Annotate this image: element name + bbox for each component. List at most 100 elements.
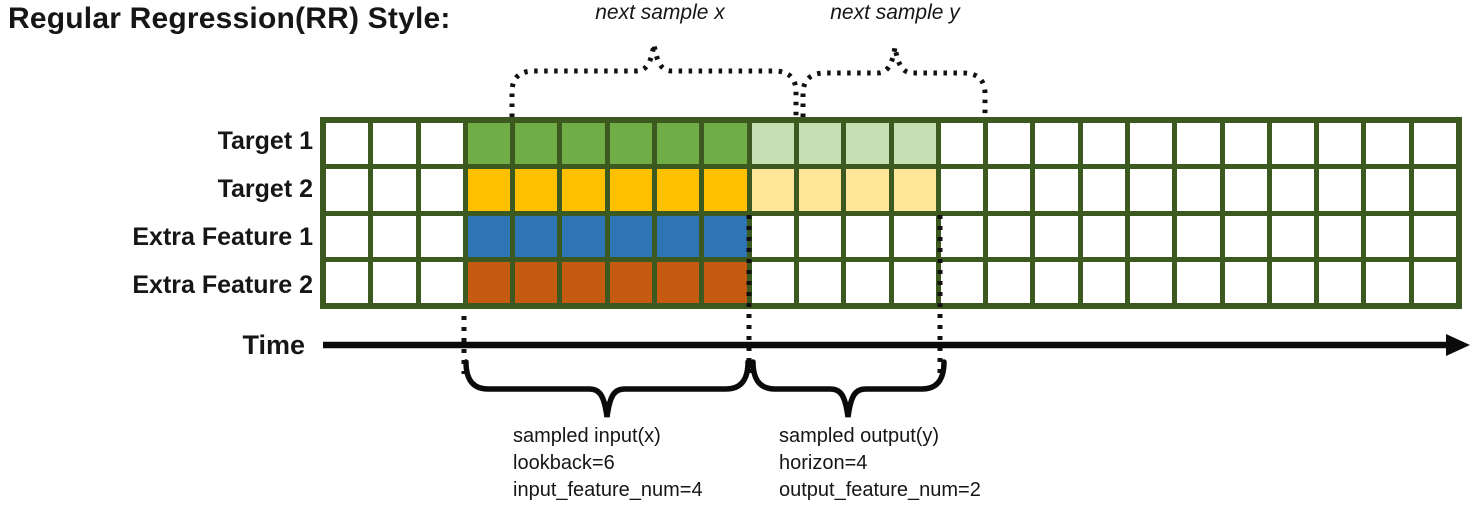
sampled-input-brace [463,359,751,418]
grid-cell [1177,261,1220,303]
horizon-value: horizon=4 [779,452,868,474]
grid-cell [562,123,605,165]
grid-cell [609,169,653,211]
grid-cell [326,215,369,257]
grid-cell [798,169,842,211]
grid-cell [846,215,889,257]
grid-cell [1224,261,1267,303]
grid-cell [1413,123,1456,165]
grid-cell [1224,215,1267,257]
grid-cell [1035,215,1078,257]
next-sample-y-label: next sample y [830,1,960,24]
grid-cell [420,123,463,165]
grid-cell [940,215,984,257]
grid-cell [893,123,936,165]
grid-cell [326,123,369,165]
grid-cell [373,123,416,165]
next-sample-x-brace [509,43,799,117]
grid-cell [1271,169,1315,211]
next-sample-y-brace [800,46,988,117]
sampled-output-title: sampled output(y) [779,425,940,447]
grid-cell [420,169,463,211]
grid-cell [1319,169,1362,211]
grid-cell [326,261,369,303]
grid-cell [704,215,747,257]
grid-cell [515,169,558,211]
grid-cell [657,169,700,211]
grid-cell [1413,169,1456,211]
sampled-output-brace [750,359,947,418]
grid-cell [515,215,558,257]
grid-cell [751,261,794,303]
input-feature-num-value: input_feature_num=4 [513,479,703,501]
grid-cell [515,123,558,165]
grid-cell [1366,215,1409,257]
grid-cell [420,215,463,257]
grid-cell [1035,169,1078,211]
grid-cell [467,123,511,165]
sampled-input-title: sampled input(x) [513,425,661,447]
grid-cell [798,123,842,165]
grid-cell [940,261,984,303]
grid-cell [1129,215,1173,257]
grid-cell [704,169,747,211]
grid-cell [1224,123,1267,165]
sample-grid [320,117,1462,309]
grid-cell [940,169,984,211]
grid-cell [846,123,889,165]
sampled-output-note: sampled output(y) horizon=4 output_featu… [779,423,981,504]
grid-cell [1082,123,1125,165]
row-label-target-2: Target 2 [217,175,313,203]
next-sample-x-label: next sample x [595,1,725,24]
grid-cell [704,123,747,165]
diagram-title: Regular Regression(RR) Style: [8,2,451,35]
grid-cell [893,169,936,211]
grid-cell [893,261,936,303]
grid-cell [704,261,747,303]
grid-cell [1319,261,1362,303]
grid-cell [373,261,416,303]
grid-cell [798,215,842,257]
row-label-extra-feature-1: Extra Feature 1 [132,223,313,251]
grid-cell [657,215,700,257]
row-label-target-1: Target 1 [217,127,313,155]
grid-cell [940,123,984,165]
grid-cell [751,123,794,165]
grid-cell [609,123,653,165]
grid-cell [373,169,416,211]
grid-cell [751,215,794,257]
grid-cell [798,261,842,303]
grid-cell [420,261,463,303]
grid-cell [1129,169,1173,211]
output-feature-num-value: output_feature_num=2 [779,479,981,501]
grid-cell [609,215,653,257]
grid-cell [1224,169,1267,211]
grid-cell [988,215,1031,257]
grid-cell [1082,169,1125,211]
grid-cell [515,261,558,303]
grid-cell [751,169,794,211]
row-label-extra-feature-2: Extra Feature 2 [132,271,313,299]
time-axis-arrowhead [1446,334,1470,356]
grid-cell [1366,169,1409,211]
grid-cell [1271,261,1315,303]
grid-cell [1035,123,1078,165]
grid-cell [846,261,889,303]
grid-cell [1366,123,1409,165]
grid-cell [1366,261,1409,303]
grid-cell [326,169,369,211]
grid-cell [988,261,1031,303]
grid-cell [467,215,511,257]
grid-cell [1177,123,1220,165]
grid-cell [1319,215,1362,257]
grid-cell [373,215,416,257]
grid-cell [657,261,700,303]
grid-cell [988,123,1031,165]
grid-cell [562,169,605,211]
grid-cell [562,261,605,303]
grid-cell [1129,261,1173,303]
grid-cell [562,215,605,257]
grid-cell [467,169,511,211]
time-axis-label: Time [242,330,305,360]
